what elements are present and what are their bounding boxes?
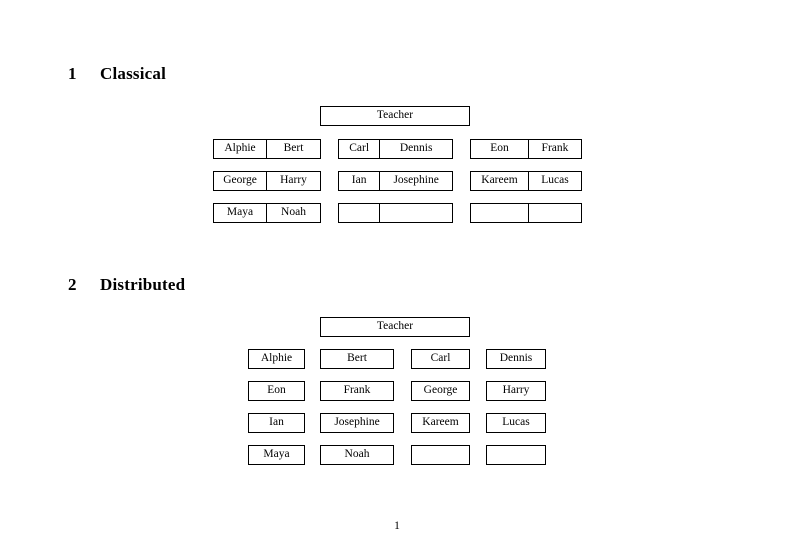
table-cell: Kareem: [481, 174, 518, 187]
distributed-cell-r2c2: Frank: [320, 381, 394, 401]
page-number: 1: [394, 520, 400, 532]
table-cell: Lucas: [502, 416, 530, 429]
distributed-cell-r3c4: Lucas: [486, 413, 546, 433]
section-title: Classical: [100, 64, 167, 83]
classical-group-left-row-1: Alphie Bert: [213, 139, 321, 159]
table-cell: Bert: [266, 140, 320, 158]
table-cell: Ian: [351, 174, 367, 187]
table-cell: Eon: [490, 142, 509, 155]
table-cell: Harry: [266, 172, 320, 190]
distributed-cell-r4c4: [486, 445, 546, 465]
distributed-cell-r1c3: Carl: [411, 349, 470, 369]
classical-group-left-row-3: Maya Noah: [213, 203, 321, 223]
table-cell: Noah: [266, 204, 320, 222]
table-cell: Dennis: [499, 352, 533, 365]
section-title: Distributed: [100, 275, 186, 294]
table-cell: Lucas: [527, 172, 581, 190]
distributed-cell-r1c2: Bert: [320, 349, 394, 369]
distributed-cell-r2c3: George: [411, 381, 470, 401]
table-cell: [527, 204, 581, 222]
distributed-cell-r2c1: Eon: [248, 381, 305, 401]
classical-group-middle-row-1: Carl Dennis: [338, 139, 453, 159]
distributed-cell-r4c1: Maya: [248, 445, 305, 465]
classical-group-middle-row-2: Ian Josephine: [338, 171, 453, 191]
table-cell: Kareem: [422, 416, 459, 429]
teacher-label: Teacher: [376, 320, 414, 333]
distributed-cell-r1c1: Alphie: [248, 349, 305, 369]
table-cell: Dennis: [379, 140, 452, 158]
table-cell: George: [423, 384, 458, 397]
teacher-box-distributed: Teacher: [320, 317, 470, 337]
classical-group-right-row-1: Eon Frank: [470, 139, 582, 159]
section-heading-classical: 1 Classical: [68, 64, 166, 84]
table-cell: [339, 204, 379, 222]
table-cell: Carl: [349, 142, 370, 155]
teacher-box-classical: Teacher: [320, 106, 470, 126]
table-cell: Frank: [343, 384, 371, 397]
table-cell: Harry: [502, 384, 530, 397]
table-cell: Frank: [527, 140, 581, 158]
table-cell: [412, 446, 469, 464]
section-heading-distributed: 2 Distributed: [68, 275, 185, 295]
table-cell: Maya: [263, 448, 290, 461]
section-number: 1: [68, 64, 77, 83]
table-cell: Eon: [267, 384, 286, 397]
table-cell: [471, 204, 528, 222]
table-cell: Josephine: [334, 416, 380, 429]
table-cell: Carl: [430, 352, 451, 365]
table-cell: Josephine: [379, 172, 452, 190]
classical-group-middle-row-3: [338, 203, 453, 223]
table-cell: [379, 204, 452, 222]
classical-group-left-row-2: George Harry: [213, 171, 321, 191]
distributed-cell-r4c3: [411, 445, 470, 465]
distributed-cell-r3c3: Kareem: [411, 413, 470, 433]
table-cell: Ian: [269, 416, 284, 429]
table-cell: Maya: [226, 206, 254, 219]
distributed-cell-r3c2: Josephine: [320, 413, 394, 433]
table-cell: Bert: [347, 352, 367, 365]
classical-group-right-row-2: Kareem Lucas: [470, 171, 582, 191]
classical-group-right-row-3: [470, 203, 582, 223]
distributed-cell-r2c4: Harry: [486, 381, 546, 401]
section-number: 2: [68, 275, 77, 294]
distributed-cell-r3c1: Ian: [248, 413, 305, 433]
table-cell: Alphie: [260, 352, 293, 365]
teacher-label: Teacher: [376, 109, 414, 122]
distributed-cell-r1c4: Dennis: [486, 349, 546, 369]
table-cell: Noah: [344, 448, 370, 461]
distributed-cell-r4c2: Noah: [320, 445, 394, 465]
table-cell: George: [223, 174, 257, 187]
table-cell: Alphie: [224, 142, 256, 155]
table-cell: [487, 446, 545, 464]
